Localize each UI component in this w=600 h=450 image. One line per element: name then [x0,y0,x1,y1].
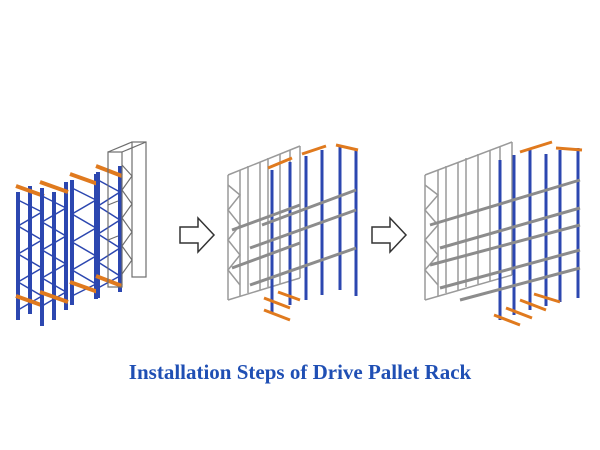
diagram-caption: Installation Steps of Drive Pallet Rack [128,360,472,384]
arrow-right-icon [371,216,408,254]
orange-beams [493,140,583,327]
blue-uprights [498,148,580,320]
rails [231,188,357,287]
upright-frame [95,164,123,298]
step-2-rails [227,143,359,322]
orange-beams [263,143,359,322]
unassembled-frame [107,141,147,288]
step-3-complete [424,140,583,327]
rails [429,178,581,302]
step-1-frames [15,141,147,326]
gray-frames [424,141,513,301]
blue-uprights [270,145,358,312]
upright-frame [69,172,99,305]
upright-frame [15,184,56,326]
arrow-right-icon [179,216,216,254]
upright-frame [39,180,69,316]
